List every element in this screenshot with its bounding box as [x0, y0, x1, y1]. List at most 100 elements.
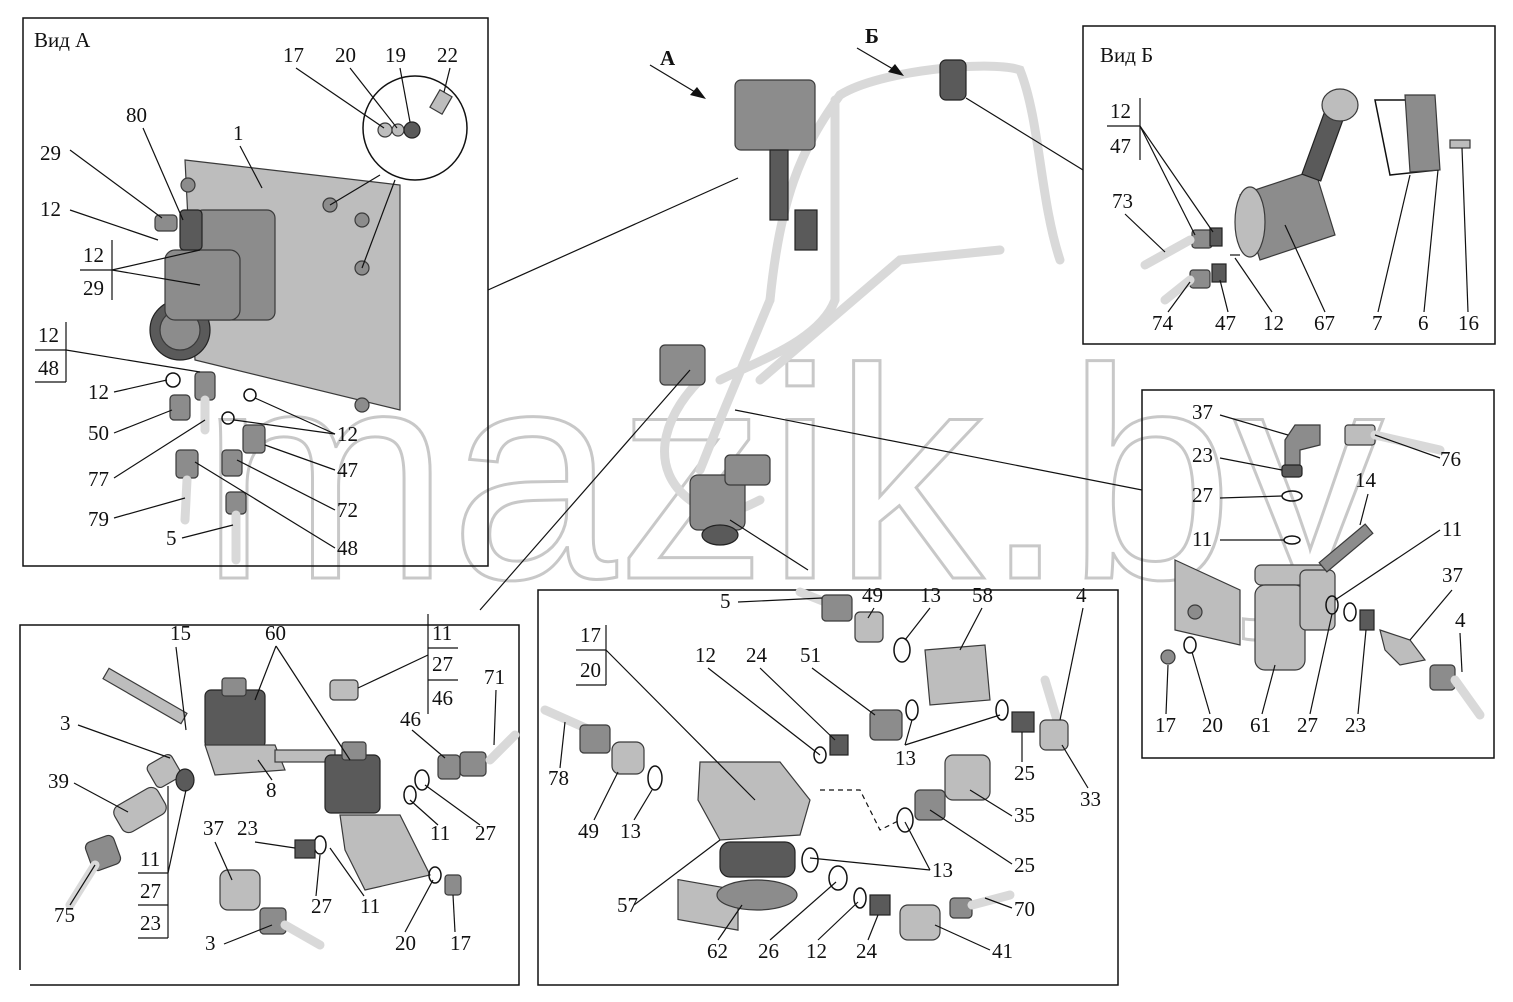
view-b-arrow: Б — [856, 24, 904, 76]
view-b-arrow-label: Б — [865, 24, 879, 48]
callout-77: 77 — [88, 467, 109, 491]
callout-17: 17 — [283, 43, 304, 67]
callout-1: 1 — [233, 121, 244, 145]
callout-bc-62: 62 — [707, 939, 728, 963]
callout-12-b: 12 — [88, 380, 109, 404]
callout-bc-49b: 49 — [578, 819, 599, 843]
callout-b-74: 74 — [1152, 311, 1174, 335]
callout-12-frac-num: 12 — [83, 243, 104, 267]
callout-bl-27: 27 — [432, 652, 453, 676]
callout-bc-12b: 12 — [806, 939, 827, 963]
view-b-callouts: 12 47 73 74 47 12 67 7 6 16 — [1107, 98, 1479, 335]
callout-bl-11d: 11 — [360, 894, 380, 918]
callout-22: 22 — [437, 43, 458, 67]
bottom-left-parts — [65, 667, 520, 950]
callout-b-12b: 12 — [1263, 311, 1284, 335]
callout-bl-23c: 23 — [140, 911, 161, 935]
view-b-parts — [1140, 88, 1471, 305]
callout-bc-57: 57 — [617, 893, 638, 917]
callout-bl-46b: 46 — [400, 707, 421, 731]
callout-bc-51: 51 — [800, 643, 821, 667]
callout-bc-33: 33 — [1080, 787, 1101, 811]
callout-r-61: 61 — [1250, 713, 1271, 737]
callout-12-frac2-num: 12 — [38, 323, 59, 347]
bottom-center-callouts: 5 49 13 58 4 17 20 12 24 51 78 13 25 33 … — [548, 583, 1101, 963]
callout-b-6: 6 — [1418, 311, 1429, 335]
right-panel-callouts: 37 76 23 27 11 14 11 37 4 17 20 61 27 23 — [1155, 400, 1466, 737]
callout-r-23: 23 — [1192, 443, 1213, 467]
callout-bl-23: 23 — [237, 816, 258, 840]
callout-b-7: 7 — [1372, 311, 1383, 335]
callout-bc-35: 35 — [1014, 803, 1035, 827]
callout-47: 47 — [337, 458, 358, 482]
callout-48-frac2-den: 48 — [38, 356, 59, 380]
callout-bc-41: 41 — [992, 939, 1013, 963]
callout-bl-11c: 11 — [140, 847, 160, 871]
callout-29-frac-den: 29 — [83, 276, 104, 300]
callout-12: 12 — [40, 197, 61, 221]
panel-view-a-frame — [22, 17, 489, 567]
callout-b-67: 67 — [1314, 311, 1335, 335]
callout-r-20: 20 — [1202, 713, 1223, 737]
view-b-title: Вид Б — [1100, 43, 1153, 67]
callout-bl-11b: 11 — [430, 821, 450, 845]
callout-r-17: 17 — [1155, 713, 1176, 737]
callout-bc-26: 26 — [758, 939, 779, 963]
panel-right-frame — [1141, 389, 1495, 759]
callout-bl-37: 37 — [203, 816, 224, 840]
callout-bc-58: 58 — [972, 583, 993, 607]
callout-bc-24b: 24 — [856, 939, 878, 963]
callout-r-37b: 37 — [1442, 563, 1463, 587]
view-a-parts — [149, 75, 468, 565]
callout-5: 5 — [166, 526, 177, 550]
callout-bl-20: 20 — [395, 931, 416, 955]
callout-bc-24: 24 — [746, 643, 768, 667]
callout-bl-71: 71 — [484, 665, 505, 689]
bottom-center-parts — [540, 587, 1069, 941]
callout-bl-46: 46 — [432, 686, 453, 710]
bottom-left-callouts: 15 60 11 27 46 71 3 46 39 8 11 27 11 27 … — [48, 614, 505, 955]
callout-bl-3b: 3 — [205, 931, 216, 955]
callout-bl-27c: 27 — [140, 879, 161, 903]
callout-r-11: 11 — [1192, 527, 1212, 551]
callout-b-47: 47 — [1110, 134, 1131, 158]
callout-r-14: 14 — [1355, 468, 1377, 492]
callout-bc-25: 25 — [1014, 761, 1035, 785]
callout-48: 48 — [337, 536, 358, 560]
callout-19: 19 — [385, 43, 406, 67]
callout-79: 79 — [88, 507, 109, 531]
callout-20: 20 — [335, 43, 356, 67]
callout-r-37: 37 — [1192, 400, 1213, 424]
callout-b-16: 16 — [1458, 311, 1479, 335]
overview-assembly — [659, 59, 1065, 546]
callout-bl-15: 15 — [170, 621, 191, 645]
view-a-arrow-label: А — [660, 46, 676, 70]
callout-bl-17: 17 — [450, 931, 471, 955]
callout-bc-70: 70 — [1014, 897, 1035, 921]
callout-bc-12: 12 — [695, 643, 716, 667]
callout-12-c: 12 — [337, 422, 358, 446]
callout-bc-20: 20 — [580, 658, 601, 682]
callout-b-73: 73 — [1112, 189, 1133, 213]
view-a-callouts: 1 80 29 12 17 20 19 22 12 29 12 48 12 50… — [35, 43, 458, 560]
callout-b-12: 12 — [1110, 99, 1131, 123]
callout-r-76: 76 — [1440, 447, 1461, 471]
callout-bc-13: 13 — [920, 583, 941, 607]
callout-bc-5: 5 — [720, 589, 731, 613]
callout-29: 29 — [40, 141, 61, 165]
callout-72: 72 — [337, 498, 358, 522]
callout-bc-17: 17 — [580, 623, 601, 647]
callout-b-47b: 47 — [1215, 311, 1236, 335]
callout-bl-8: 8 — [266, 778, 277, 802]
right-panel-parts — [1160, 424, 1485, 720]
callout-50: 50 — [88, 421, 109, 445]
callout-bl-60: 60 — [265, 621, 286, 645]
view-a-title: Вид А — [34, 28, 91, 52]
callout-bc-78: 78 — [548, 766, 569, 790]
panel-bottom-center-frame — [537, 589, 1119, 986]
callout-bl-11: 11 — [432, 621, 452, 645]
view-a-arrow: А — [649, 46, 706, 99]
callout-bc-13d: 13 — [932, 858, 953, 882]
panel-bottom-left-frame — [19, 624, 520, 986]
